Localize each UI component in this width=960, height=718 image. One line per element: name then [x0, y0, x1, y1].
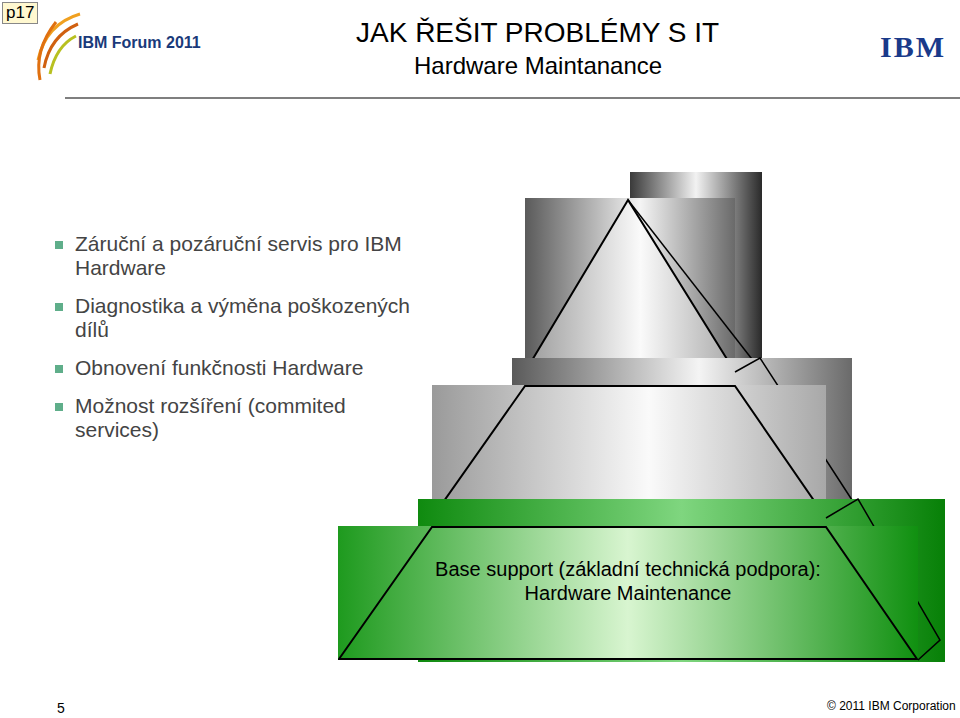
band-text-area: Base support (základní technická podpora…: [411, 557, 845, 605]
ibm-logo: IBM: [880, 30, 946, 65]
bullet-item: Záruční a pozáruční servis pro IBM Hardw…: [75, 232, 425, 280]
band-label: Base support (základní technická podpora…: [411, 557, 845, 605]
slide-subtitle: Hardware Maintanance: [414, 52, 662, 80]
bullet-item: Možnost rozšíření (commited services): [75, 394, 415, 442]
bullet-item: Diagnostika a výměna poškozených dílů: [75, 294, 425, 342]
slide-title: JAK ŘEŠIT PROBLÉMY S IT: [356, 17, 719, 49]
band-trapezoid: [339, 527, 917, 659]
bullet-item: Obnovení funkčnosti Hardware: [75, 356, 435, 380]
bullet-square: [55, 365, 63, 373]
copyright: © 2011 IBM Corporation: [827, 700, 956, 714]
pyramid-band: Base support (základní technická podpora…: [338, 526, 918, 660]
bullet-square: [55, 403, 63, 411]
page-tag: p17: [2, 2, 38, 24]
event-logo: IBM Forum 2011: [78, 34, 201, 52]
bullet-square: [55, 241, 63, 249]
page-number: 5: [57, 700, 65, 716]
bullet-square: [55, 303, 63, 311]
